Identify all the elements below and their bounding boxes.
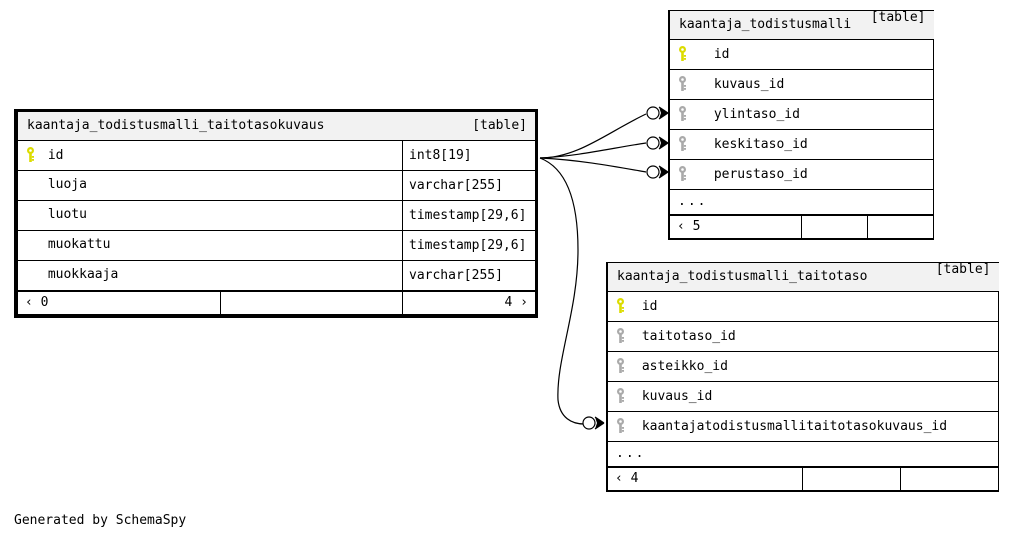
foreign-key-icon <box>616 417 630 434</box>
column-type: int8[19] <box>402 140 536 171</box>
foreign-key-icon <box>616 357 630 374</box>
foreign-key-icon <box>616 327 630 344</box>
column-row-id[interactable]: id <box>669 39 934 70</box>
table-header-row: kaantaja_todistusmalli [table] <box>669 11 934 40</box>
table-title: kaantaja_todistusmalli_taitotasokuvaus <box>17 112 403 141</box>
footer-parent-count[interactable]: ‹ 4 <box>607 467 803 491</box>
primary-key-icon <box>678 45 692 62</box>
column-type: varchar[255] <box>402 170 536 201</box>
crowfoot-keskitaso-id <box>659 137 668 149</box>
primary-key-icon <box>26 146 40 163</box>
column-row-muokattu[interactable]: muokattu timestamp[29,6] <box>17 230 536 261</box>
table-type-tag: [table] <box>402 112 536 141</box>
crowfoot-taitotaso-fk <box>595 417 604 429</box>
footer-left-arrow-icon: ‹ <box>615 471 623 486</box>
crowfoot-wing-perustaso-id <box>658 165 669 179</box>
table-type-tag: [table] <box>935 263 991 277</box>
table-header-row: kaantaja_todistusmalli_taitotasokuvaus [… <box>17 112 536 141</box>
table-header-row: kaantaja_todistusmalli_taitotaso [table] <box>607 263 999 292</box>
foreign-key-icon <box>678 105 692 122</box>
column-name: muokkaaja <box>47 267 119 283</box>
table-footer-row: ‹ 0 4 › <box>17 291 536 315</box>
more-columns-row[interactable]: ... <box>607 441 999 467</box>
crowfoot-ylintaso-id <box>659 107 668 119</box>
more-columns-row[interactable]: ... <box>669 189 934 215</box>
primary-key-icon <box>616 297 630 314</box>
generated-by-caption: Generated by SchemaSpy <box>14 513 187 528</box>
footer-middle <box>220 291 403 315</box>
footer-child-count[interactable]: 4 › <box>402 291 536 315</box>
column-name: id <box>47 147 64 163</box>
column-name: id <box>641 298 658 314</box>
column-row-perustaso-id[interactable]: perustaso_id <box>669 159 934 190</box>
column-type: varchar[255] <box>402 260 536 291</box>
column-name: muokattu <box>47 237 111 253</box>
column-name: perustaso_id <box>713 166 808 182</box>
more-columns-ellipsis: ... <box>607 441 999 467</box>
table-kaantaja-todistusmalli-taitotaso[interactable]: kaantaja_todistusmalli_taitotaso [table] <box>606 262 999 492</box>
column-name: kaantajatodistusmallitaitotasokuvaus_id <box>641 418 948 434</box>
table-type-tag: [table] <box>870 11 926 25</box>
column-row-ylintaso-id[interactable]: ylintaso_id <box>669 99 934 130</box>
column-row-luoja[interactable]: luoja varchar[255] <box>17 170 536 201</box>
footer-left-arrow-icon: ‹ <box>25 295 33 310</box>
crowfoot-wing-taitotaso-fk <box>594 416 605 430</box>
column-type: timestamp[29,6] <box>402 200 536 231</box>
column-name: luotu <box>47 207 87 223</box>
footer-parent-count[interactable]: ‹ 0 <box>17 291 221 315</box>
relationship-line-kaantajatodistusmallitaitotasokuvaus-id <box>539 157 585 425</box>
column-name: taitotaso_id <box>641 328 736 344</box>
relationship-line-ylintaso-id <box>539 113 647 159</box>
table-footer-row: ‹ 5 <box>669 215 934 239</box>
table-kaantaja-todistusmalli-taitotasokuvaus[interactable]: kaantaja_todistusmalli_taitotasokuvaus [… <box>14 109 538 318</box>
column-row-taitotaso-id[interactable]: taitotaso_id <box>607 321 999 352</box>
footer-child-count <box>900 467 999 491</box>
more-columns-ellipsis: ... <box>669 189 934 215</box>
footer-parent-count[interactable]: ‹ 5 <box>669 215 802 239</box>
table-footer-row: ‹ 4 <box>607 467 999 491</box>
relationship-line-keskitaso-id <box>539 142 647 159</box>
endpoint-circle-taitotaso-fk <box>582 416 596 430</box>
column-name: keskitaso_id <box>713 136 808 152</box>
footer-left-arrow-icon: ‹ <box>677 219 685 234</box>
column-name: kuvaus_id <box>713 76 785 92</box>
column-row-kaantajatodistusmallitaitotasokuvaus-id[interactable]: kaantajatodistusmallitaitotasokuvaus_id <box>607 411 999 442</box>
column-row-id[interactable]: id int8[19] <box>17 140 536 171</box>
column-row-luotu[interactable]: luotu timestamp[29,6] <box>17 200 536 231</box>
crowfoot-wing-ylintaso-id <box>658 106 669 120</box>
endpoint-circle-keskitaso-id <box>646 136 660 150</box>
column-name: id <box>713 46 730 62</box>
column-row-kuvaus-id[interactable]: kuvaus_id <box>607 381 999 412</box>
table-title: kaantaja_todistusmalli <box>679 17 852 32</box>
foreign-key-icon <box>678 135 692 152</box>
column-name: asteikko_id <box>641 358 728 374</box>
footer-parent-count-value: 4 <box>630 471 639 486</box>
footer-child-count-value: 4 <box>504 295 513 310</box>
column-name: ylintaso_id <box>713 106 800 122</box>
foreign-key-icon <box>616 387 630 404</box>
column-type: timestamp[29,6] <box>402 230 536 261</box>
crowfoot-perustaso-id <box>659 166 668 178</box>
column-row-asteikko-id[interactable]: asteikko_id <box>607 351 999 382</box>
foreign-key-icon <box>678 75 692 92</box>
column-row-id[interactable]: id <box>607 291 999 322</box>
footer-parent-count-value: 5 <box>692 219 701 234</box>
endpoint-circle-ylintaso-id <box>646 106 660 120</box>
column-row-kuvaus-id[interactable]: kuvaus_id <box>669 69 934 100</box>
crowfoot-wing-keskitaso-id <box>658 136 669 150</box>
column-name: kuvaus_id <box>641 388 713 404</box>
foreign-key-icon <box>678 165 692 182</box>
footer-right-arrow-icon: › <box>520 295 528 310</box>
relationship-line-perustaso-id <box>539 157 647 173</box>
table-title: kaantaja_todistusmalli_taitotaso <box>617 269 868 284</box>
footer-middle <box>801 215 868 239</box>
footer-parent-count-value: 0 <box>40 295 49 310</box>
endpoint-circle-perustaso-id <box>646 165 660 179</box>
table-kaantaja-todistusmalli[interactable]: kaantaja_todistusmalli [table] <box>668 10 934 240</box>
column-row-keskitaso-id[interactable]: keskitaso_id <box>669 129 934 160</box>
footer-middle <box>802 467 901 491</box>
column-row-muokkaaja[interactable]: muokkaaja varchar[255] <box>17 260 536 291</box>
column-name: luoja <box>47 177 87 193</box>
footer-child-count <box>867 215 934 239</box>
